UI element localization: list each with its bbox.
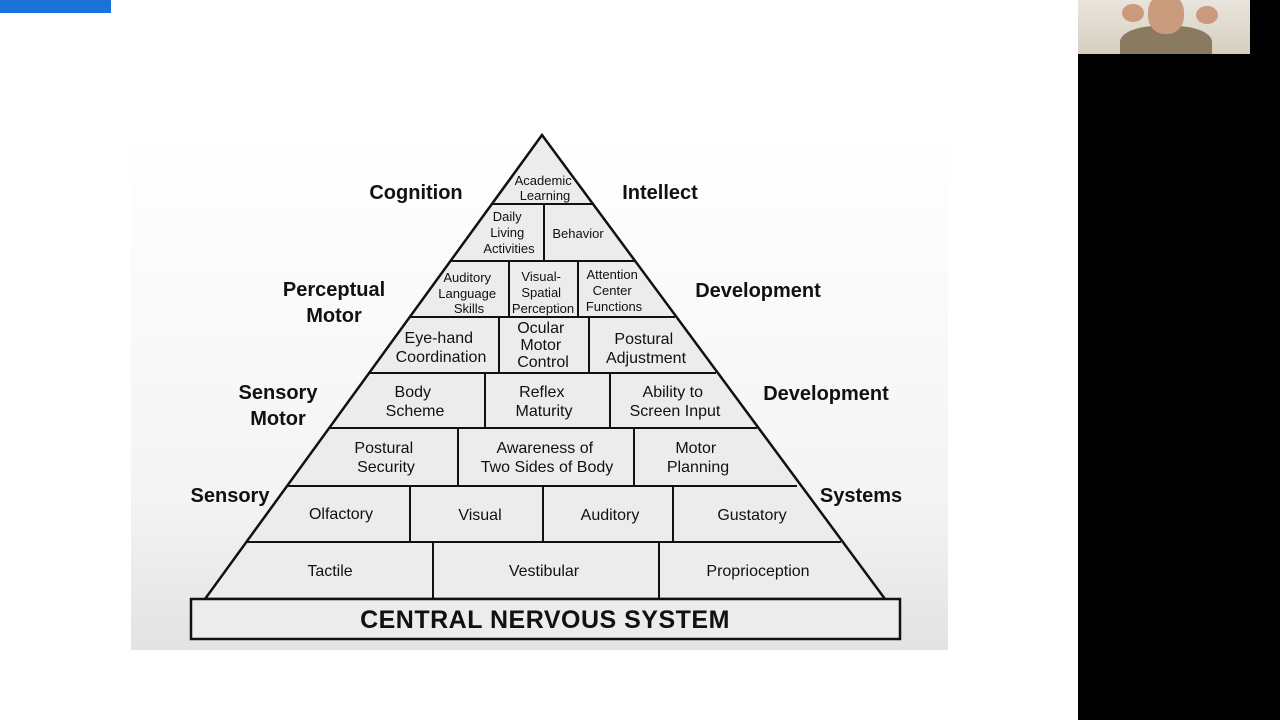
cell-ocular-motor-control: Ocular Motor Control	[517, 320, 569, 371]
label-systems: Systems	[820, 485, 902, 507]
cell-eye-hand-coordination: Eye-hand Coordination	[396, 330, 487, 366]
cell-auditory-language-skills: Auditory Language Skills	[438, 270, 499, 316]
cell-olfactory: Olfactory	[309, 506, 373, 523]
base-label: CENTRAL NERVOUS SYSTEM	[360, 606, 730, 634]
cell-vestibular: Vestibular	[509, 563, 580, 580]
cell-reflex-maturity: Reflex Maturity	[516, 384, 573, 420]
cell-visual-spatial-perception: Visual- Spatial Perception	[512, 269, 574, 316]
cell-awareness-two-sides: Awareness of Two Sides of Body	[481, 440, 614, 476]
cell-visual: Visual	[458, 507, 501, 524]
cell-dividers	[409, 204, 674, 599]
presenter-hand-left	[1122, 4, 1144, 22]
label-perceptual: Perceptual	[283, 279, 385, 301]
cell-proprioception: Proprioception	[706, 563, 809, 580]
cell-behavior: Behavior	[552, 226, 604, 241]
learning-pyramid-diagram: CENTRAL NERVOUS SYSTEM Cognition Intelle…	[131, 130, 948, 650]
label-sensory: Sensory	[191, 485, 271, 507]
cell-daily-living-activities: Daily Living Activities	[483, 209, 535, 256]
label-cognition: Cognition	[369, 182, 462, 204]
video-sidebar-panel	[1078, 0, 1280, 720]
cell-postural-adjustment: Postural Adjustment	[606, 331, 687, 367]
label-intellect: Intellect	[622, 182, 698, 204]
cell-academic-learning: Academic Learning	[515, 173, 576, 203]
cell-motor-planning: Motor Planning	[667, 440, 729, 476]
cell-auditory: Auditory	[581, 507, 640, 524]
label-sensory-motor-sensory: Sensory	[239, 382, 319, 404]
label-development-lower: Development	[763, 383, 889, 405]
cell-postural-security: Postural Security	[354, 440, 417, 476]
slide-accent-bar	[0, 0, 111, 13]
label-motor-perceptual: Motor	[306, 305, 362, 327]
cell-ability-to-screen-input: Ability to Screen Input	[630, 384, 721, 420]
label-development-upper: Development	[695, 280, 821, 302]
presenter-webcam-icon[interactable]	[1078, 0, 1250, 54]
cell-body-scheme: Body Scheme	[386, 384, 445, 420]
presenter-head	[1148, 0, 1184, 34]
label-sensory-motor-motor: Motor	[250, 408, 306, 430]
cell-attention-center-functions: Attention Center Functions	[586, 267, 643, 314]
presenter-hand-right	[1196, 6, 1218, 24]
cell-gustatory: Gustatory	[717, 507, 786, 524]
base-block	[189, 597, 902, 641]
cell-tactile: Tactile	[307, 563, 352, 580]
